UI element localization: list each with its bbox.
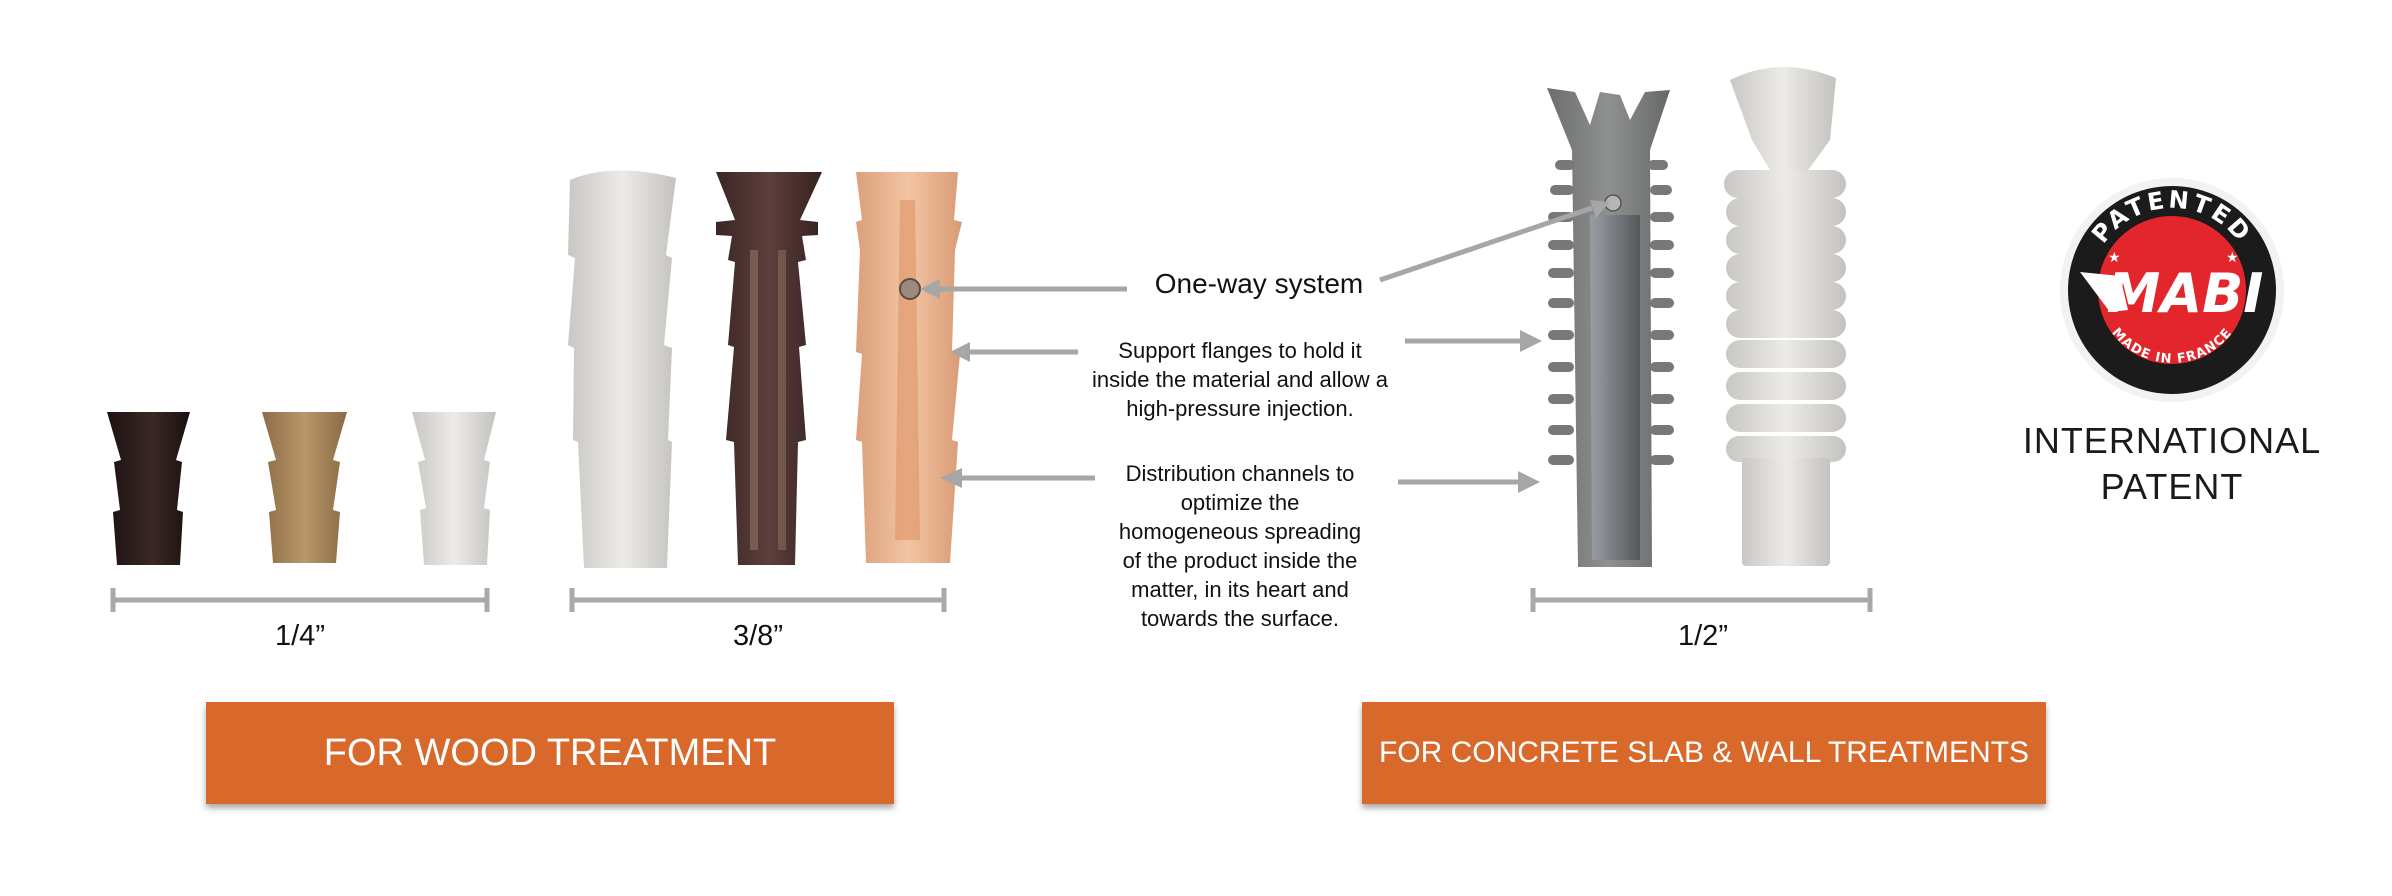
plug-quarter-tan <box>262 412 347 563</box>
plug-quarter-white <box>412 412 496 565</box>
wood-treatment-button[interactable]: FOR WOOD TREATMENT <box>206 702 894 804</box>
size-label-half-inch: 1/2” <box>1678 620 1728 652</box>
svg-text:PATENTED: PATENTED <box>2086 185 2257 248</box>
svg-text:★: ★ <box>2226 249 2239 265</box>
callout-line: matter, in its heart and <box>1131 577 1349 602</box>
plug-three-eighths-cutaway <box>856 172 962 563</box>
callout-line: homogeneous spreading <box>1118 519 1362 544</box>
concrete-treatment-button[interactable]: FOR CONCRETE SLAB & WALL TREATMENTS <box>1362 702 2046 804</box>
callout-line: high-pressure injection. <box>1126 396 1354 421</box>
callout-line: inside the material and allow a <box>1092 367 1388 392</box>
svg-text:MADE IN FRANCE: MADE IN FRANCE <box>2109 325 2236 367</box>
callout-line: of the product inside the <box>1122 548 1358 573</box>
plug-three-eighths-brown <box>716 172 822 565</box>
callout-line: optimize the <box>1180 490 1300 515</box>
size-label-quarter-inch: 1/4” <box>275 620 325 652</box>
badge-caption-international: INTERNATIONAL <box>2022 420 2322 461</box>
callout-one-way-system: One-way system <box>1154 268 1364 299</box>
svg-text:★: ★ <box>2108 249 2121 265</box>
callout-line: Support flanges to hold it <box>1118 338 1362 363</box>
callout-distribution-channels: Distribution channels to optimize the ho… <box>1090 459 1390 633</box>
callout-line: towards the surface. <box>1140 606 1340 631</box>
badge-caption-patent: PATENT <box>2100 466 2244 507</box>
plug-three-eighths-white <box>568 170 676 568</box>
svg-text:MABI: MABI <box>2107 262 2264 325</box>
size-label-three-eighths-inch: 3/8” <box>733 620 783 652</box>
plug-quarter-dark <box>107 412 190 565</box>
callout-line: Distribution channels to <box>1125 461 1355 486</box>
plug-half-gray-cutaway <box>1547 88 1674 567</box>
plug-half-white-ribbed <box>1724 66 1846 566</box>
callout-support-flanges: Support flanges to hold it inside the ma… <box>1080 336 1400 423</box>
mabi-patent-badge: PATENTED MADE IN FRANCE ★ ★ MABI <box>2060 178 2284 402</box>
size-bars <box>110 588 1873 612</box>
